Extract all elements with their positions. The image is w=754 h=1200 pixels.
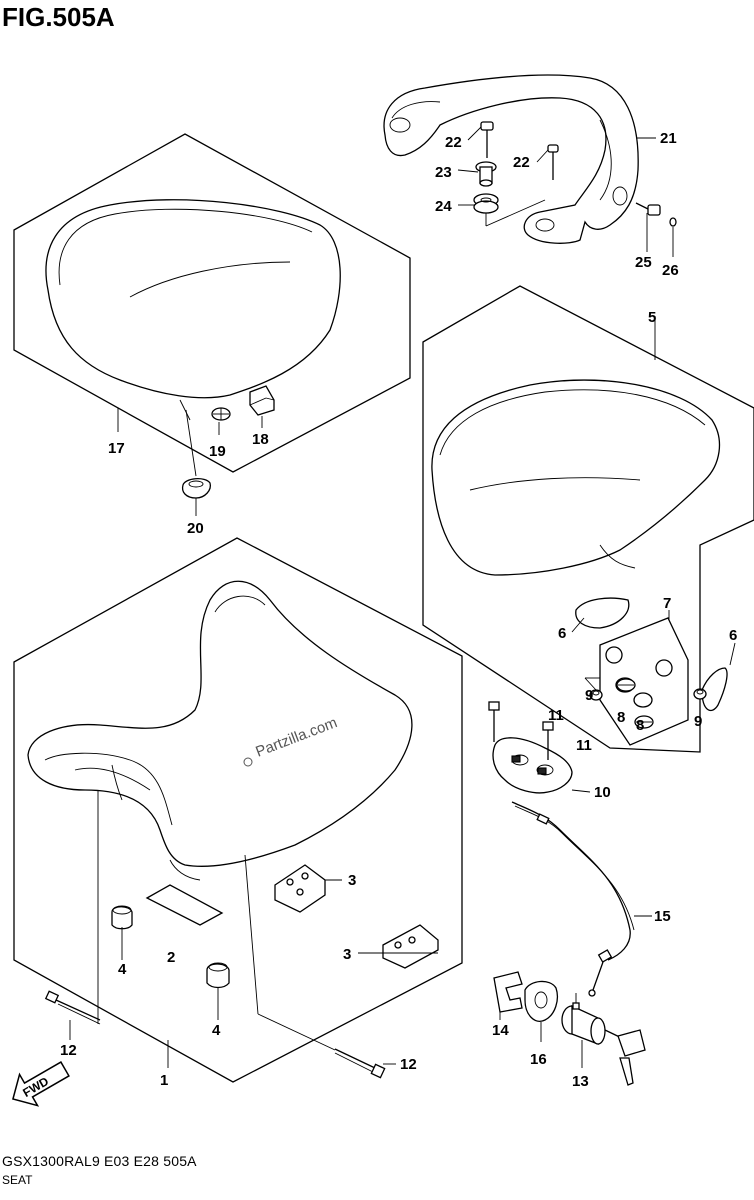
callout-12b: 12 — [400, 1056, 417, 1073]
callout-24: 24 — [435, 198, 452, 215]
callout-4a: 4 — [118, 961, 127, 978]
callout-6b: 6 — [729, 627, 737, 644]
callout-12a: 12 — [60, 1042, 77, 1059]
callout-20: 20 — [187, 520, 204, 537]
callout-6a: 6 — [558, 625, 566, 642]
callout-23: 23 — [435, 164, 452, 181]
lock-bracket-10 — [492, 737, 573, 794]
passenger-seat-17 — [45, 199, 341, 421]
nut-8-b — [634, 715, 654, 729]
callout-17: 17 — [108, 440, 125, 457]
callout-3b: 3 — [343, 946, 351, 963]
grab-rail — [383, 74, 639, 244]
watermark-icon — [243, 757, 253, 767]
callout-13: 13 — [572, 1073, 589, 1090]
figure-name: SEAT — [2, 1173, 33, 1187]
callout-18: 18 — [252, 431, 269, 448]
pad-3-b — [382, 924, 439, 969]
clip-26 — [669, 217, 677, 227]
nut-8-a — [616, 678, 636, 692]
nut-9-b — [693, 688, 707, 700]
callout-26: 26 — [662, 262, 679, 279]
callout-19: 19 — [209, 443, 226, 460]
pad-6-a — [575, 597, 630, 629]
fwd-arrow: FWD — [12, 1061, 70, 1107]
callout-22a: 22 — [445, 134, 462, 151]
callout-8a: 8 — [617, 709, 625, 726]
clip-14 — [493, 971, 523, 1013]
callout-15: 15 — [654, 908, 671, 925]
rider-seat-1 — [27, 580, 413, 881]
callout-9a: 9 — [585, 687, 593, 704]
nut-19 — [211, 407, 231, 421]
callout-14: 14 — [492, 1022, 509, 1039]
callout-11b: 11 — [576, 737, 592, 754]
figure-title: FIG.505A — [2, 2, 115, 32]
collar-23 — [475, 161, 497, 187]
plate-7 — [599, 617, 689, 746]
holder-16 — [524, 980, 559, 1022]
bolt-22-b — [547, 144, 559, 180]
damper-18 — [249, 385, 275, 416]
callout-11a: 11 — [548, 707, 564, 724]
solo-seat-5 — [431, 379, 721, 576]
callout-4b: 4 — [212, 1022, 221, 1039]
bolt-12-b — [334, 1048, 386, 1079]
callout-16: 16 — [530, 1051, 547, 1068]
callout-25: 25 — [635, 254, 652, 271]
grommet-24 — [473, 193, 499, 214]
callout-22b: 22 — [513, 154, 530, 171]
callout-5: 5 — [648, 309, 656, 326]
pad-6-b — [701, 667, 728, 712]
callout-9b: 9 — [694, 713, 702, 730]
damper-4-a — [111, 905, 133, 930]
callout-21: 21 — [660, 130, 677, 147]
cable-15 — [511, 801, 635, 997]
bolt-22-a — [480, 121, 494, 158]
callout-1: 1 — [160, 1072, 168, 1089]
callout-7: 7 — [663, 595, 671, 612]
lock-cylinder-13 — [561, 1002, 646, 1086]
bolt-11-b — [542, 721, 554, 760]
bolt-11-a — [488, 701, 500, 742]
damper-4-b — [206, 962, 230, 989]
cushion-20 — [181, 478, 211, 499]
callout-10: 10 — [594, 784, 611, 801]
callout-8b: 8 — [636, 717, 644, 734]
bolt-12-a — [44, 990, 101, 1025]
pin-25 — [635, 202, 661, 216]
figure-code: GSX1300RAL9 E03 E28 505A — [2, 1153, 197, 1169]
callout-3a: 3 — [348, 872, 356, 889]
callout-2: 2 — [167, 949, 175, 966]
pad-3-a — [274, 864, 326, 913]
strip-2 — [145, 884, 224, 926]
